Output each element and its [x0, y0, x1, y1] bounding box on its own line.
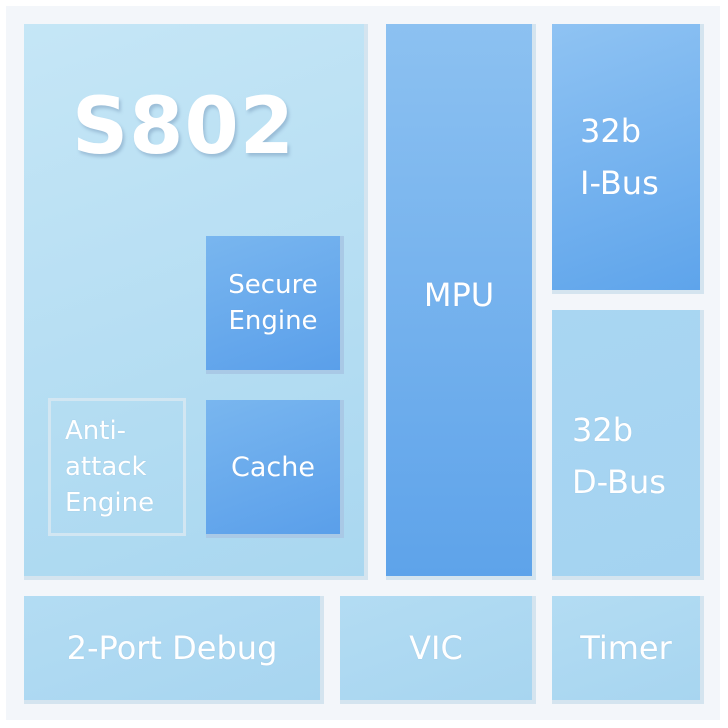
secure-engine-block: Secure Engine [206, 236, 344, 374]
debug-label: 2-Port Debug [66, 629, 278, 667]
timer-block: Timer [552, 596, 704, 704]
i-bus-label-line-1: 32b [580, 112, 642, 150]
cache-label: Cache [231, 451, 315, 483]
anti-attack-label-line-2: attack [65, 452, 147, 482]
i-bus-block: 32b I-Bus [552, 24, 704, 294]
chip-title: S802 [72, 82, 295, 172]
d-bus-label-line-2: D-Bus [572, 463, 666, 501]
debug-block: 2-Port Debug [24, 596, 324, 704]
i-bus-label-line-2: I-Bus [580, 164, 659, 202]
anti-attack-label-line-3: Engine [65, 488, 155, 518]
secure-engine-label-line-1: Secure [228, 270, 318, 300]
cache-block: Cache [206, 400, 344, 538]
mpu-label: MPU [423, 276, 495, 314]
secure-engine-label-line-2: Engine [228, 306, 318, 336]
mpu-block: MPU [386, 24, 536, 580]
vic-label: VIC [409, 629, 463, 667]
d-bus-label-line-1: 32b [572, 411, 634, 449]
anti-attack-engine-block: Anti- attack Engine [48, 398, 186, 536]
vic-block: VIC [340, 596, 536, 704]
timer-label: Timer [580, 629, 672, 667]
d-bus-block: 32b D-Bus [552, 310, 704, 580]
anti-attack-label-line-1: Anti- [65, 416, 127, 446]
